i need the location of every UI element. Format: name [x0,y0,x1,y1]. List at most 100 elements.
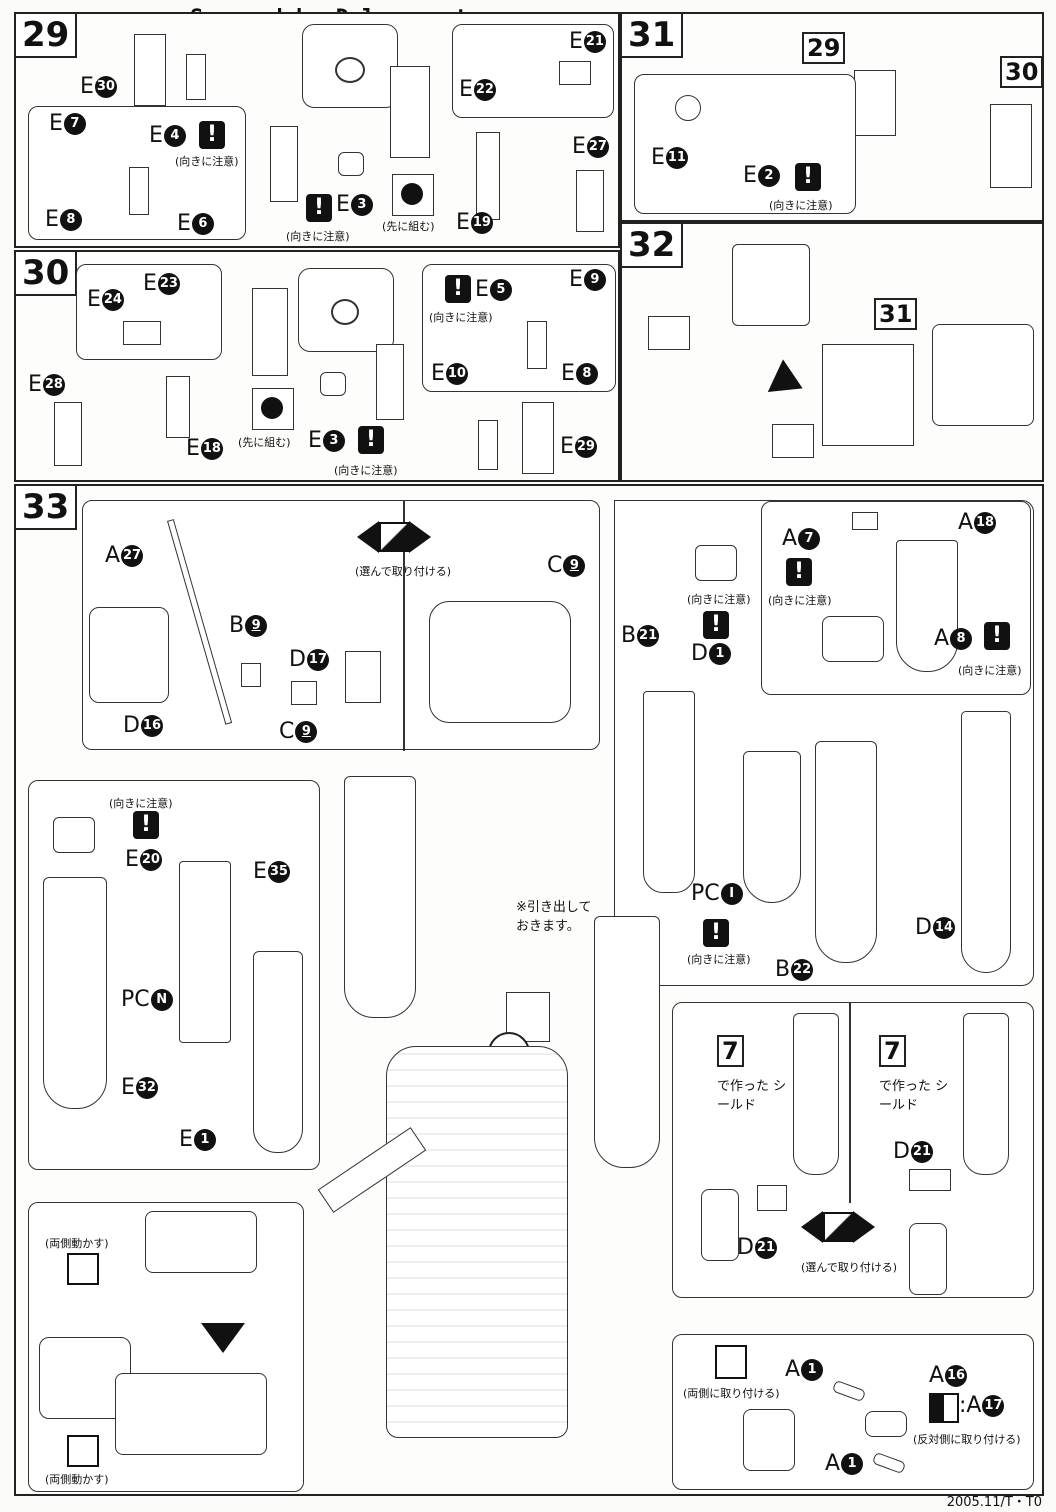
part-d17 [291,681,317,705]
note-both-attach: (両側に取り付ける) [683,1387,780,1400]
part-shield-inner [253,951,303,1153]
step-number: 31 [622,14,684,58]
sub-cap-detail [302,24,398,108]
warning-icon: ! [306,194,332,222]
note-orientation: (向きに注意) [109,797,173,810]
dot-icon [252,388,294,430]
part-b21 [643,691,695,893]
part-e30 [134,34,166,106]
step-number: 32 [622,224,684,268]
note-assemble-first: (先に組む) [382,220,435,233]
step-number: 30 [16,252,78,296]
sub-small-detail [822,616,884,662]
dot-icon [392,174,434,216]
part-head-crest [865,1411,907,1437]
part-e18 [166,376,190,438]
note-assemble-first: (先に組む) [238,436,291,449]
note-orientation: (向きに注意) [286,230,350,243]
note-shield-made: で作った シールド [879,1079,949,1113]
part-a18 [896,540,958,672]
part-a7 [852,512,878,530]
part-a1-top [831,1379,867,1403]
note-orientation: (向きに注意) [334,464,398,477]
part-backpack-fin [743,751,801,903]
ref-step-29: 29 [802,32,846,64]
part-d21 [909,1169,951,1191]
part-backpack-right [961,711,1011,973]
part-joint [675,95,701,121]
part-e5 [527,321,547,369]
part-shoulder-top [145,1211,257,1273]
move-icon [67,1435,99,1467]
ref-step-7: 7 [717,1035,744,1067]
part-hand-left [701,1189,739,1261]
part-e35 [179,861,231,1043]
step-32-panel: 32 31 [620,222,1044,482]
part-center-shield [344,776,416,1018]
part-leg-c [252,288,288,376]
part-armor-plate [648,316,690,350]
part-b22 [815,741,877,963]
note-orientation: (向きに注意) [768,594,832,607]
warning-icon: ! [358,426,384,454]
divider [403,501,405,751]
note-choose: (選んで取り付ける) [355,565,452,578]
part-right-shield [594,916,660,1168]
divider [849,1003,851,1203]
part-d21 [757,1185,787,1211]
part-armor-plate [772,424,814,458]
orientation-icon [53,817,95,853]
part-e32 [43,877,107,1109]
ring-icon [335,57,365,83]
part-leg-b [390,66,430,158]
note-both-move: (両側動かす) [45,1473,109,1486]
ref-step-31: 31 [874,298,918,330]
both-side-icon [715,1345,747,1379]
part-e21 [559,61,591,85]
part-e19 [476,132,500,220]
part-e29-peg [478,420,498,470]
part-e30-peg [186,54,206,100]
part-torso-side [932,324,1034,426]
part-forearm [345,651,381,703]
orientation-icon [695,545,737,581]
note-shield-made: で作った シールド [717,1079,787,1113]
warning-icon: ! [703,611,729,639]
